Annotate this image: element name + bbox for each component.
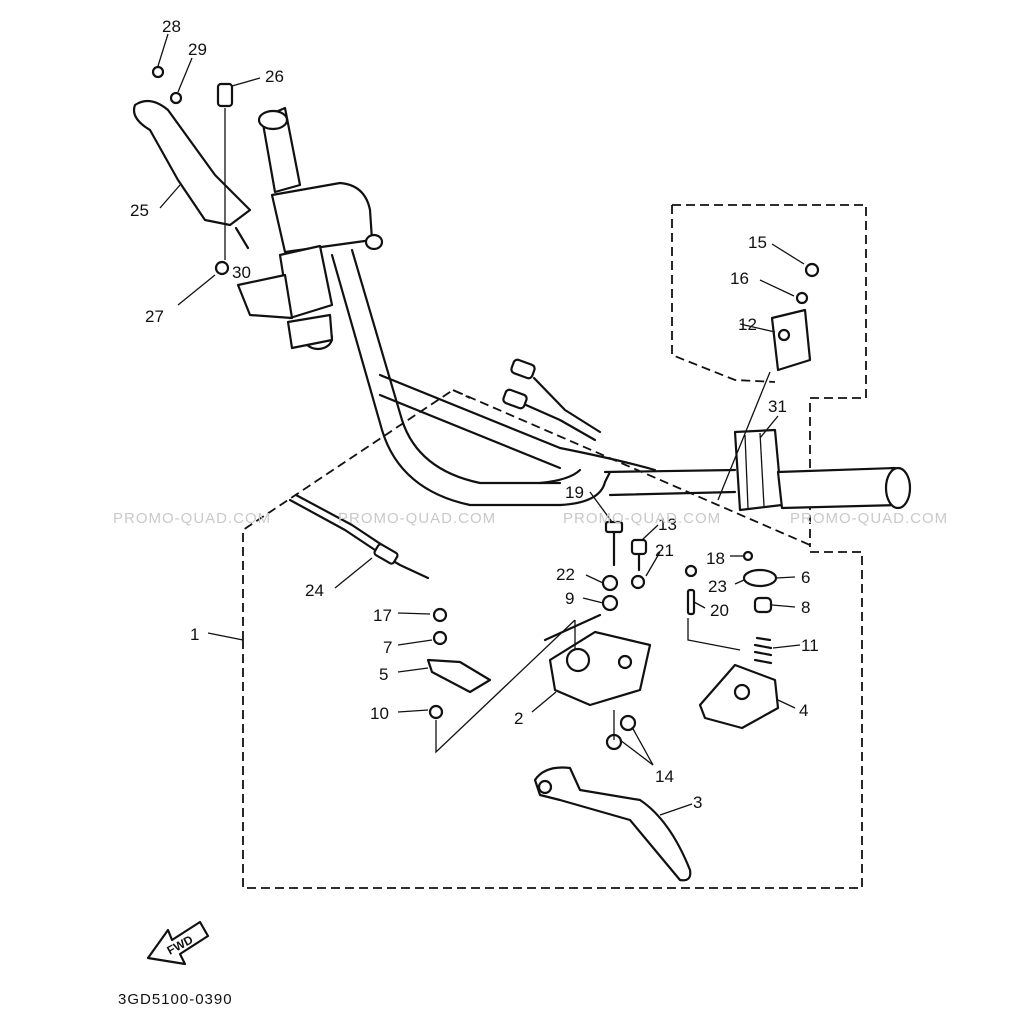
part-label-23: 23 bbox=[708, 577, 727, 596]
part-label-11: 11 bbox=[801, 636, 819, 655]
part-label-14: 14 bbox=[655, 767, 674, 786]
drawing-code: 3GD5100-0390 bbox=[118, 991, 233, 1008]
part-label-4: 4 bbox=[799, 701, 808, 720]
front-lever bbox=[533, 710, 692, 882]
part-label-28: 28 bbox=[162, 17, 181, 36]
part-label-30: 30 bbox=[232, 263, 251, 282]
switch-cover bbox=[717, 262, 820, 501]
part-label-31: 31 bbox=[768, 397, 787, 416]
part-label-19: 19 bbox=[565, 483, 584, 502]
part-label-12: 12 bbox=[738, 315, 757, 334]
assembly-box-switch bbox=[671, 204, 867, 545]
left-grip-assembly bbox=[236, 106, 384, 351]
part-label-21: 21 bbox=[655, 541, 674, 560]
part-label-6: 6 bbox=[801, 568, 810, 587]
part-label-24: 24 bbox=[305, 581, 324, 600]
right-switch-and-grip bbox=[733, 428, 912, 512]
part-label-27: 27 bbox=[145, 307, 164, 326]
fwd-arrow: FWD bbox=[146, 920, 210, 966]
part-label-8: 8 bbox=[801, 598, 810, 617]
part-label-10: 10 bbox=[370, 704, 389, 723]
bolts-group bbox=[601, 520, 648, 612]
throttle-cable bbox=[288, 493, 430, 580]
part-label-13: 13 bbox=[658, 515, 677, 534]
part-label-2: 2 bbox=[514, 709, 523, 728]
part-label-16: 16 bbox=[730, 269, 749, 288]
watermark-text: PROMO-QUAD.COM bbox=[563, 510, 721, 527]
leader-lines bbox=[157, 33, 805, 816]
watermark-text: PROMO-QUAD.COM bbox=[338, 510, 496, 527]
small-throttle-parts bbox=[426, 607, 576, 754]
part-label-5: 5 bbox=[379, 665, 388, 684]
left-lever bbox=[132, 65, 252, 276]
part-label-29: 29 bbox=[188, 40, 207, 59]
part-label-20: 20 bbox=[710, 601, 729, 620]
part-label-25: 25 bbox=[130, 201, 149, 220]
part-label-22: 22 bbox=[556, 565, 575, 584]
part-labels: 1 2 3 4 5 6 7 8 9 10 11 12 13 14 15 16 1… bbox=[130, 17, 819, 812]
assembly-box-main bbox=[242, 388, 863, 889]
part-label-17: 17 bbox=[373, 606, 392, 625]
part-label-26: 26 bbox=[265, 67, 284, 86]
part-label-1: 1 bbox=[190, 625, 199, 644]
part-label-15: 15 bbox=[748, 233, 767, 252]
watermark-text: PROMO-QUAD.COM bbox=[790, 510, 948, 527]
watermarks: PROMO-QUAD.COM PROMO-QUAD.COM PROMO-QUAD… bbox=[113, 510, 948, 527]
watermark-text: PROMO-QUAD.COM bbox=[113, 510, 271, 527]
part-label-9: 9 bbox=[565, 589, 574, 608]
switch-body bbox=[684, 550, 780, 730]
lever-bracket bbox=[543, 613, 652, 707]
wire-connectors bbox=[502, 358, 602, 442]
part-label-3: 3 bbox=[693, 793, 702, 812]
handlebar-tube bbox=[330, 248, 737, 507]
part-label-18: 18 bbox=[706, 549, 725, 568]
part-label-7: 7 bbox=[383, 638, 392, 657]
